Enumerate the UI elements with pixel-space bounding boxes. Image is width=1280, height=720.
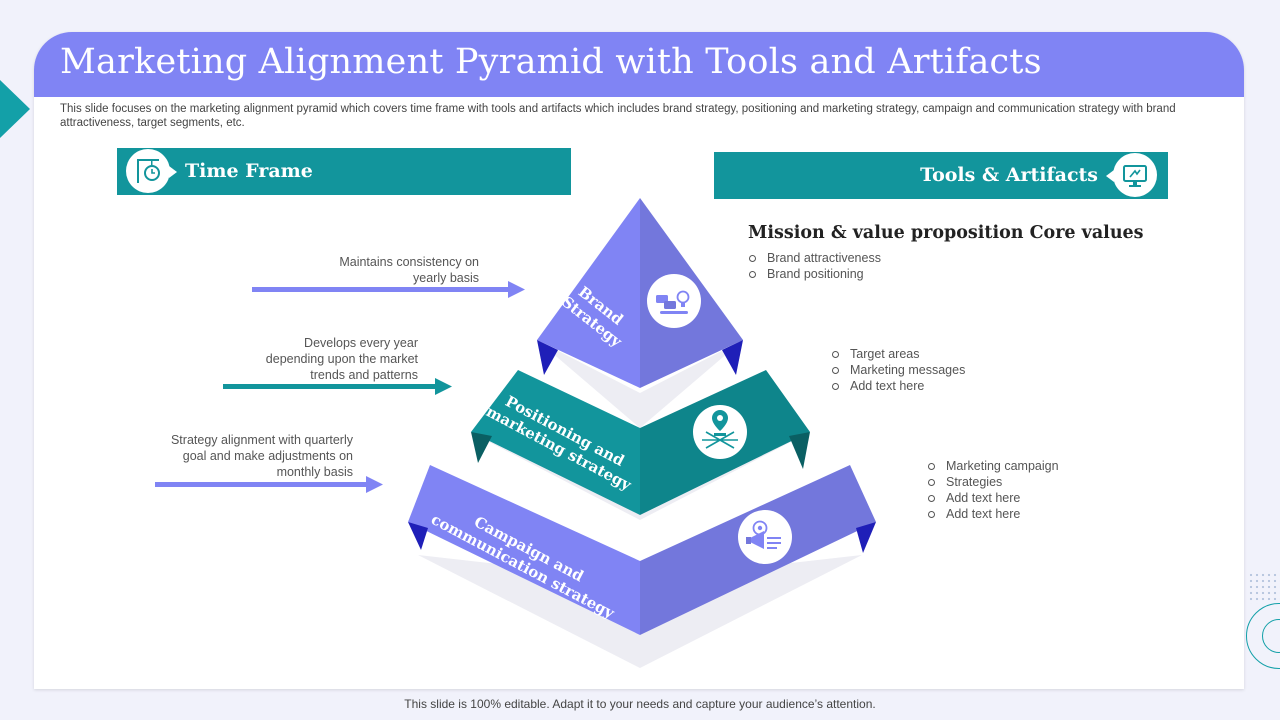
location-target-icon (693, 405, 747, 459)
list-item: Add text here (927, 490, 1059, 506)
tools-artifacts-banner: Tools & Artifacts (714, 152, 1168, 199)
time-frame-text-1: Maintains consistency on yearly basis (339, 255, 479, 285)
list-item: Marketing campaign (927, 458, 1059, 474)
tools-artifacts-label: Tools & Artifacts (920, 164, 1098, 186)
title-bar: Marketing Alignment Pyramid with Tools a… (34, 32, 1244, 97)
left-accent-triangle (0, 80, 30, 138)
arrow-level-3 (155, 476, 383, 493)
tools-list-2: Target areas Marketing messages Add text… (831, 346, 965, 394)
decorative-dots (1248, 572, 1280, 604)
tools-list-1: Brand attractiveness Brand positioning (748, 250, 881, 282)
list-item: Target areas (831, 346, 965, 362)
time-frame-label: Time Frame (185, 160, 313, 182)
page-title: Marketing Alignment Pyramid with Tools a… (60, 42, 1042, 82)
arrow-level-1 (252, 281, 525, 298)
time-frame-banner: Time Frame (117, 148, 571, 195)
list-item: Add text here (831, 378, 965, 394)
list-item: Strategies (927, 474, 1059, 490)
brand-idea-icon (647, 274, 701, 328)
time-frame-text-3: Strategy alignment with quarterly goal a… (170, 433, 353, 479)
list-item: Brand positioning (748, 266, 881, 282)
footer-note: This slide is 100% editable. Adapt it to… (404, 697, 876, 711)
pyramid-shadow-1 (537, 340, 743, 428)
list-item: Brand attractiveness (748, 250, 881, 266)
time-frame-text-2: Develops every year depending upon the m… (265, 336, 418, 382)
presentation-monitor-icon (1113, 153, 1157, 197)
tools-list-3: Marketing campaign Strategies Add text h… (927, 458, 1059, 522)
arrow-level-2 (223, 378, 452, 395)
megaphone-target-icon (738, 510, 792, 564)
clock-sign-icon (126, 149, 170, 193)
tools-heading: Mission & value proposition Core values (748, 223, 1144, 243)
list-item: Add text here (927, 506, 1059, 522)
pyramid-level-2 (471, 370, 810, 515)
slide-description: This slide focuses on the marketing alig… (60, 103, 1176, 129)
list-item: Marketing messages (831, 362, 965, 378)
